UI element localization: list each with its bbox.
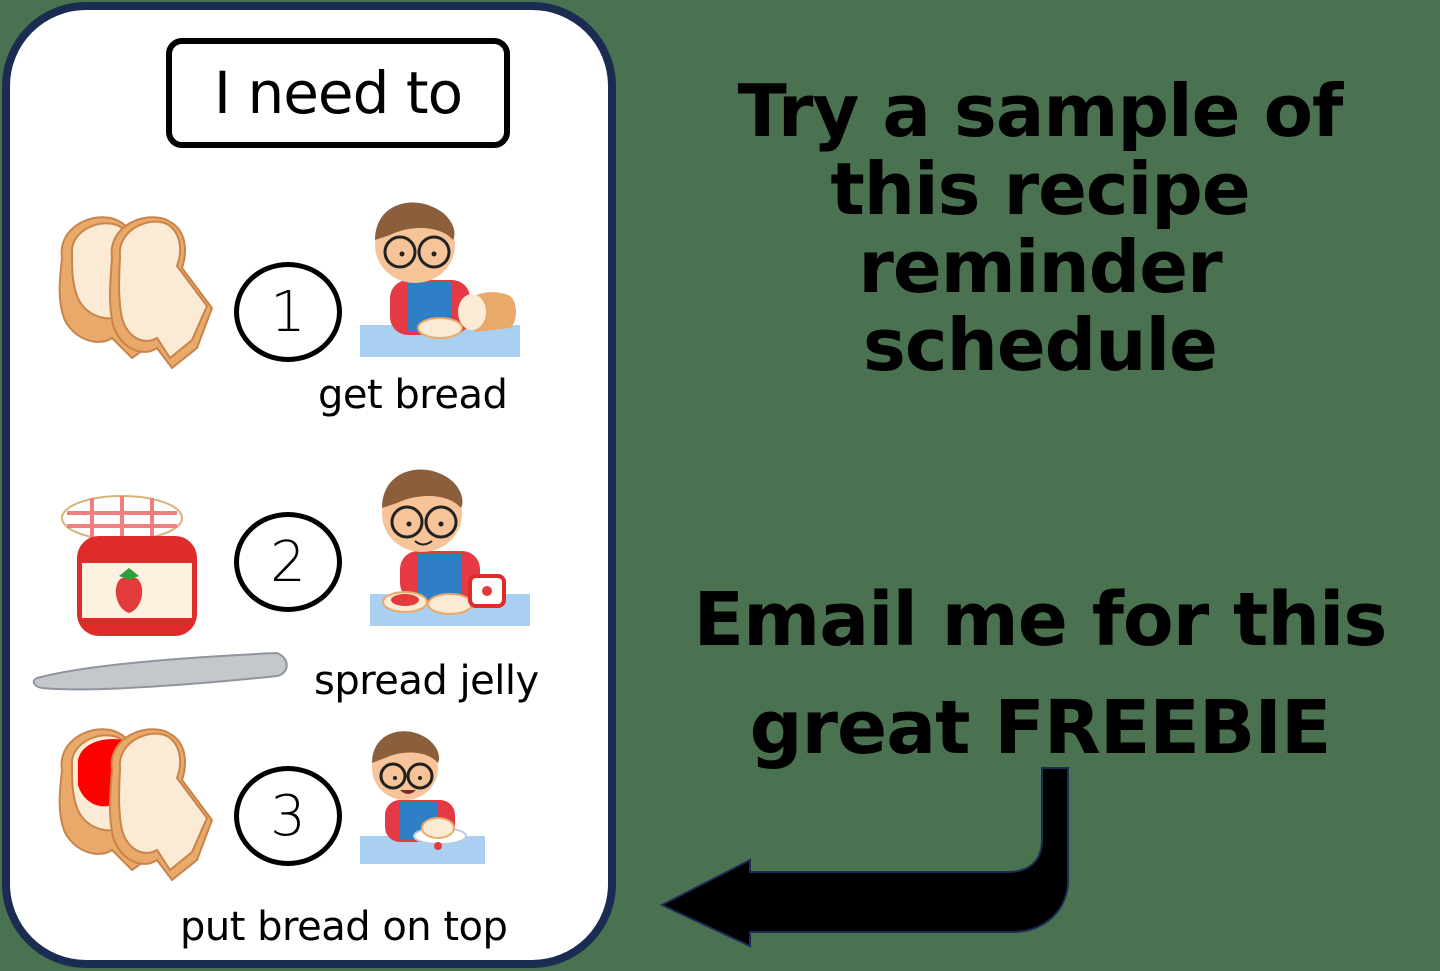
left-arrow-curved-icon — [659, 767, 1069, 948]
boy-spreading-jelly-icon — [370, 469, 530, 626]
headline-line-1: Try a sample of — [737, 69, 1344, 153]
recipe-schedule-card: I need to 1 get bread 2 — [2, 2, 616, 968]
headline-line-3: reminder — [858, 225, 1222, 309]
headline-line-4: schedule — [863, 303, 1218, 387]
step-3-number: 3 — [234, 766, 342, 866]
bread-slices-icon — [58, 216, 214, 370]
step-2-number: 2 — [234, 512, 342, 612]
promo-cta: Email me for this great FREEBIE — [640, 566, 1440, 782]
boy-eating-sandwich-icon — [360, 731, 485, 864]
step-1-number: 1 — [234, 262, 342, 362]
jam-jar-and-knife-icon — [32, 495, 288, 691]
boy-getting-bread-icon — [360, 202, 520, 357]
step-3-label: put bread on top — [180, 904, 508, 950]
bread-with-jelly-icon — [58, 728, 214, 882]
step-1-label: get bread — [318, 372, 508, 418]
cta-line-1: Email me for this — [693, 577, 1388, 663]
cta-line-2: great FREEBIE — [749, 685, 1332, 771]
promo-headline: Try a sample of this recipe reminder sch… — [640, 72, 1440, 384]
headline-line-2: this recipe — [830, 147, 1250, 231]
step-2-label: spread jelly — [314, 658, 539, 704]
schedule-title: I need to — [166, 38, 510, 148]
